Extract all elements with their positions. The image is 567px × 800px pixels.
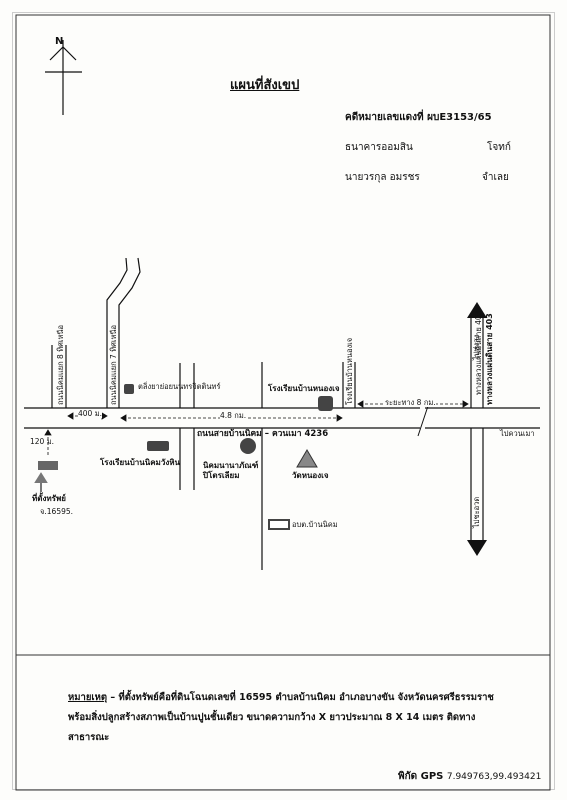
gps-value: 7.949763,99.493421 — [446, 772, 542, 782]
school-left-label: โรงเรียนบ้านนิคมวังหิน — [100, 458, 180, 467]
note-text: – ที่ตั้งทรัพย์คือที่ดินโฉนดเลขที่ 16595… — [68, 692, 494, 743]
road-left-2-label: ถนนนิคมแยก 7 ทิศเหนือ — [109, 324, 118, 405]
road-mid-left — [179, 363, 195, 490]
road-left-2 — [106, 257, 141, 408]
defendant-role: จำเลย — [482, 172, 509, 183]
page-title: แผนที่สังเขป — [230, 78, 300, 93]
temple-label: วัดหนองเจ — [292, 471, 329, 480]
property-marker — [38, 461, 58, 470]
defendant-name: นายวรกุล อมรชร — [345, 172, 420, 183]
to-thung-song-label: ไปทุ่งสง — [472, 334, 481, 360]
landmark-school-left-marker — [147, 441, 169, 451]
main-road — [24, 407, 540, 429]
property-label: ที่ตั้งทรัพย์ — [32, 494, 66, 503]
school-right-label: โรงเรียนบ้านหนองเจ — [268, 384, 340, 393]
plaintiff-name: ธนาคารออมสิน — [345, 142, 413, 153]
to-khuan-mao-label: ไปควนเมา — [500, 429, 535, 438]
distance-120-label: 120 ม. — [30, 437, 55, 446]
landmark-school-right-marker — [318, 396, 333, 411]
landmark-estate-marker — [240, 438, 256, 454]
landmark-sao-marker — [268, 519, 290, 530]
landmark-temple-marker — [296, 449, 318, 468]
arrow-down-icon — [467, 540, 487, 556]
distance-48 — [120, 414, 343, 422]
distance-8-label: ระยะทาง 8 กม. — [385, 398, 436, 407]
arrow-up-icon — [467, 302, 487, 318]
road-right — [342, 362, 356, 408]
deed-label: จ.16595. — [40, 507, 74, 516]
estate-label: นิคมนานาภัณฑ์ ปิโตรเลียม — [203, 461, 259, 480]
side-road-right-label: โรงเรียนบ้านหนองเจ — [345, 337, 354, 405]
landmark-temple-top-marker — [124, 384, 134, 394]
case-number: คดีหมายเลขแดงที่ ผบE3153/65 — [345, 112, 492, 123]
compass-arrow-icon — [45, 40, 82, 115]
main-road-label: ถนนสายบ้านนิคม – ควนเมา 4236 — [197, 429, 329, 439]
gps-label: พิกัด GPS — [398, 771, 444, 782]
highway-label: ทางหลวงแผ่นดินสาย 403 — [485, 313, 494, 405]
distance-120 — [44, 429, 52, 455]
gps-readout: พิกัด GPS 7.949763,99.493421 — [398, 772, 541, 782]
map-border — [15, 14, 551, 656]
distance-400-label: 400 ม. — [78, 409, 103, 418]
note-block: หมายเหตุ – ที่ตั้งทรัพย์คือที่ดินโฉนดเลข… — [68, 688, 508, 748]
temple-top-label: ตลิ่งยาย่อยนนทรจิตตินทร์ — [138, 382, 221, 391]
highway-403 — [470, 318, 484, 540]
property-arrow-icon — [34, 472, 48, 492]
to-cha-uat-label: ไปชะอวด — [472, 496, 481, 528]
note-border — [15, 654, 551, 791]
sao-label: อบต.บ้านนิคม — [292, 520, 338, 529]
road-left-1-label: ถนนนิคมแยก 8 ทิศเหนือ — [56, 324, 65, 405]
road-left-1 — [51, 345, 67, 408]
plaintiff-role: โจทก์ — [487, 142, 511, 153]
compass-label: N — [55, 36, 64, 47]
distance-48-label: 4.8 กม. — [220, 411, 247, 420]
note-lead: หมายเหตุ — [68, 692, 108, 703]
